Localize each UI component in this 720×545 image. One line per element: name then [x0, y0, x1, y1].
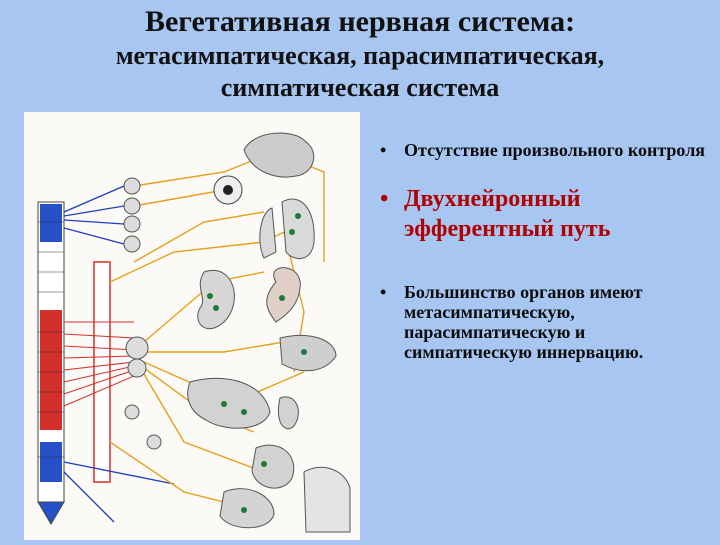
title-line-2: метасимпатическая, парасимпатическая, — [0, 40, 720, 72]
slide-title: Вегетативная нервная система: метасимпат… — [0, 4, 720, 104]
title-line-1: Вегетативная нервная система: — [0, 4, 720, 40]
bullet-text: Двухнейронный эфферентный путь — [404, 186, 610, 242]
bullet-item-two-neuron-pathway: • Двухнейронный эфферентный путь — [376, 184, 716, 244]
bullet-dot-icon: • — [380, 184, 388, 214]
autonomic-nervous-system-diagram — [24, 112, 360, 540]
bullet-dot-icon: • — [380, 140, 386, 160]
bullet-text: Отсутствие произвольного контроля — [404, 140, 705, 160]
bullet-dot-icon: • — [380, 282, 386, 302]
title-line-3: симпатическая система — [0, 72, 720, 104]
bullet-item-triple-innervation: • Большинство органов имеют метасимпатич… — [376, 282, 716, 362]
bullet-list: • Отсутствие произвольного контроля • Дв… — [376, 140, 716, 362]
diagram-illustration — [24, 112, 360, 540]
bullet-text: Большинство органов имеют метасимпатичес… — [404, 282, 643, 362]
bullet-item-no-voluntary-control: • Отсутствие произвольного контроля — [376, 140, 716, 160]
